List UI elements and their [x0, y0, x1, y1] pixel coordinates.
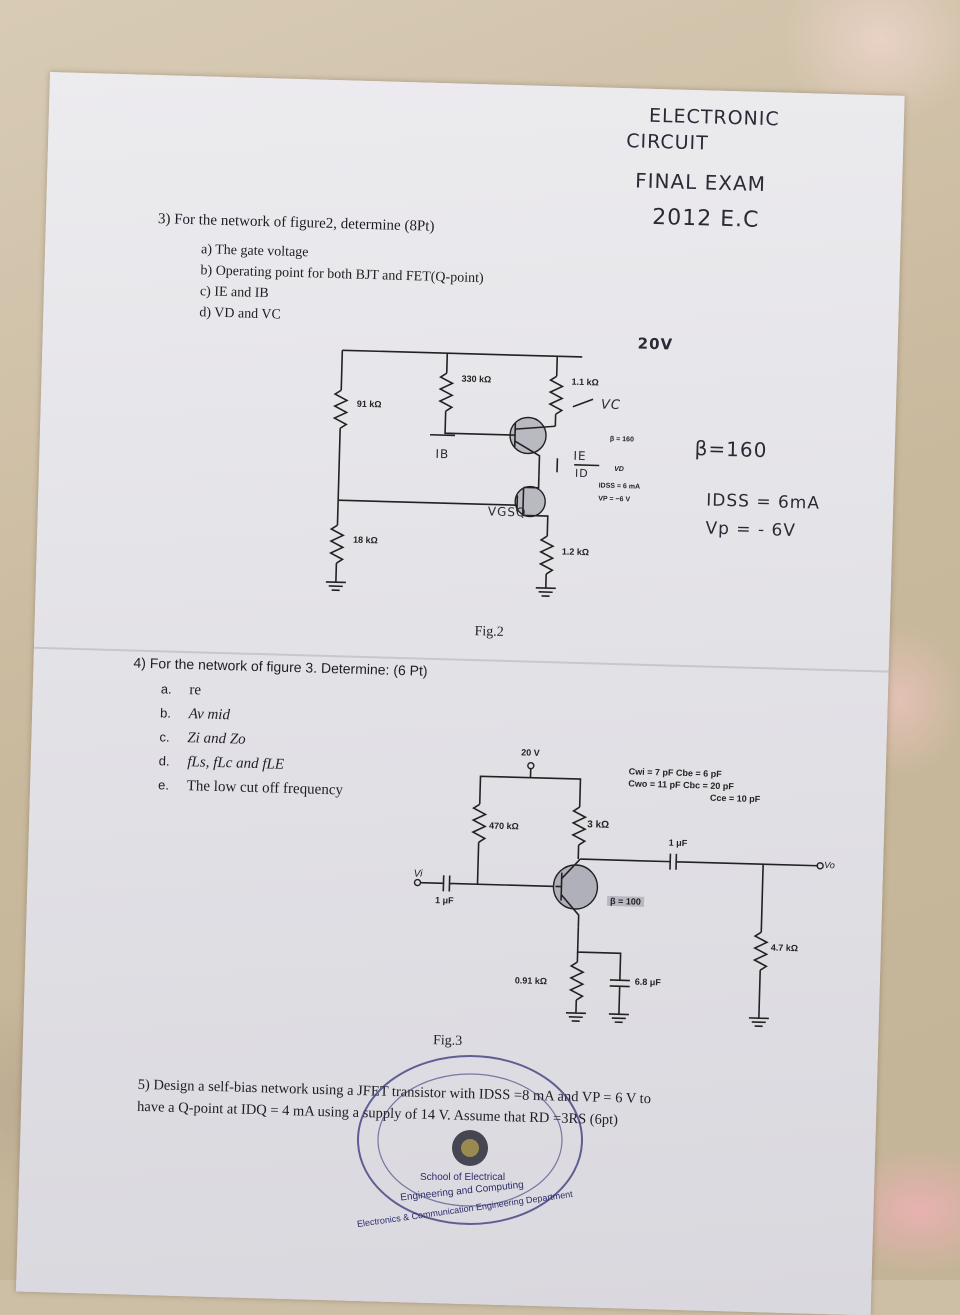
fig2-vd-label: VD [614, 465, 624, 474]
q4-item-e-text: The low cut off frequency [186, 778, 344, 799]
q4-item-a-letter: a. [160, 681, 172, 697]
fig3-ce-label: 6.8 μF [634, 976, 661, 988]
q3-title: 3) For the network of figure2, determine… [157, 211, 435, 235]
q3-item-c: c) IE and IB [199, 284, 269, 302]
fig3-rl-label: 4.7 kΩ [770, 942, 799, 954]
fig3-beta-label: β = 100 [606, 895, 644, 907]
fig3-cin-label: 1 μF [434, 895, 454, 906]
q4-item-d-text: fLs, fLc and fLE [187, 754, 285, 773]
header-line-4: 2012 E.C [651, 204, 760, 233]
q3-item-d: d) VD and VC [199, 305, 282, 323]
header-line-2: CIRCUIT [625, 130, 710, 155]
header-line-1: ELECTRONIC [648, 104, 780, 131]
fig2-caption: Fig.2 [474, 624, 504, 640]
stamp-seal-shape [357, 1055, 583, 1225]
q4-item-a: a. re [161, 681, 202, 699]
fig2-vp-small: VP = −6 V [598, 495, 631, 504]
q4-item-d: d. fLs, fLc and fLE [159, 753, 285, 773]
q4-item-c-letter: c. [159, 729, 170, 745]
fig3-supply: 20 V [521, 747, 540, 758]
q3-item-b: b) Operating point for both BJT and FET(… [200, 263, 484, 287]
fig3-vi-label: Vi [413, 868, 423, 880]
q4-item-c-text: Zi and Zo [187, 730, 246, 748]
fig3-circuit [413, 761, 824, 1028]
fig2-rb-label: 330 kΩ [461, 373, 492, 385]
fig3-rc-label: 3 kΩ [587, 819, 610, 831]
fig2-beta-hand: β=160 [694, 436, 768, 463]
fig2-vgs-label: VGSQ [487, 504, 527, 520]
q4-item-b-letter: b. [159, 705, 172, 721]
fig3-rb-label: 470 kΩ [488, 820, 520, 832]
fig2-idss-hand: IDSS = 6mA [706, 490, 821, 514]
q4-item-b: b. Av mid [160, 705, 230, 724]
fig2-vc-label: VC [600, 397, 622, 414]
q4-item-b-text: Av mid [188, 706, 231, 724]
fig2-beta-small: β = 160 [609, 435, 634, 444]
fig3-cout-label: 1 μF [668, 837, 688, 849]
fig2-vp-hand: Vp = - 6V [705, 518, 797, 542]
fig2-r2-label: 18 kΩ [352, 534, 378, 546]
fig2-rs-label: 1.2 kΩ [561, 546, 590, 558]
q4-item-d-letter: d. [158, 753, 170, 769]
fig3-caps-line-3: Cce = 10 pF [709, 792, 761, 805]
fig2-ib-label: IB [435, 446, 450, 462]
fig2-rc-label: 1.1 kΩ [571, 376, 599, 388]
q4-item-e-letter: e. [157, 777, 170, 793]
fig2-supply: 20V [637, 334, 674, 354]
q4-item-e: e. The low cut off frequency [158, 777, 343, 799]
q4-item-a-text: re [189, 682, 202, 699]
q4-item-c: c. Zi and Zo [159, 729, 246, 748]
fig2-id-label: ID [574, 466, 589, 481]
fig2-circuit [325, 349, 600, 597]
fig3-vo-label: Vo [824, 859, 835, 871]
fig2-ie-label: IE [573, 448, 587, 464]
fig3-re-label: 0.91 kΩ [514, 975, 548, 987]
stamp-line-1: School of Electrical [420, 1172, 506, 1183]
q3-item-a: a) The gate voltage [200, 242, 309, 261]
fig2-idss-small: IDSS = 6 mA [598, 482, 641, 491]
department-stamp: School of Electrical Engineering and Com… [350, 1040, 590, 1240]
header-line-3: FINAL EXAM [634, 168, 767, 197]
fig2-r1-label: 91 kΩ [356, 398, 382, 410]
exam-paper: ELECTRONIC CIRCUIT FINAL EXAM 2012 E.C 3… [15, 72, 905, 1315]
